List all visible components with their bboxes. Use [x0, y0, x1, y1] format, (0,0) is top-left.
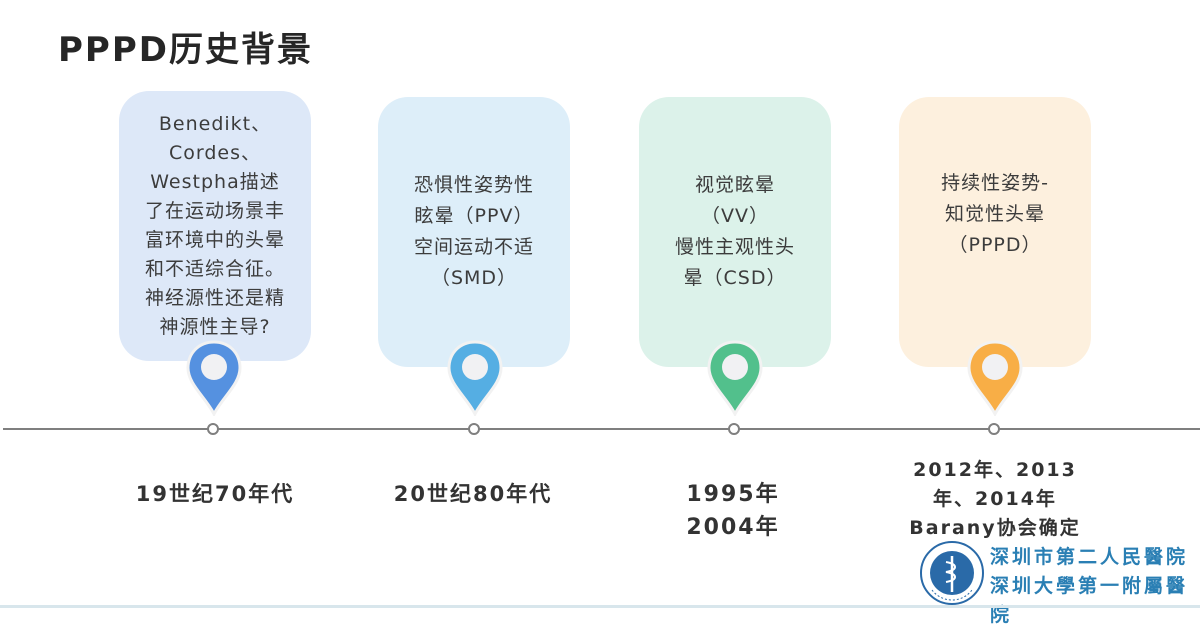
card-text: 持续性姿势- 知觉性头晕 （PPPD）: [941, 171, 1049, 256]
timeline-date: 19世纪70年代: [135, 482, 295, 506]
map-pin-icon: [186, 340, 242, 416]
card-text: Benedikt、 Cordes、 Westpha描述 了在运动场景丰 富环境中…: [144, 113, 285, 338]
map-pin-icon: [707, 340, 763, 416]
card-text: 恐惧性姿势性 眩晕（PPV） 空间运动不适 （SMD）: [413, 174, 534, 289]
timeline-date: 2012年、2013 年、2014年 Barany协会确定: [909, 459, 1081, 539]
timeline-date: 20世纪80年代: [393, 482, 553, 506]
timeline-marker: [207, 423, 219, 435]
hospital-name-line1: 深圳市第二人民醫院: [990, 546, 1189, 568]
hospital-name-line2: 深圳大學第一附屬醫院: [990, 575, 1189, 626]
timeline-axis: [3, 428, 1200, 430]
timeline-card-1870s: Benedikt、 Cordes、 Westpha描述 了在运动场景丰 富环境中…: [119, 91, 311, 361]
timeline-card-1995-2004: 视觉眩晕 （VV） 慢性主观性头 晕（CSD）: [639, 97, 831, 367]
hospital-logo-icon: [920, 541, 984, 605]
timeline-marker: [988, 423, 1000, 435]
page-title: PPPD历史背景: [58, 30, 313, 70]
map-pin-icon: [967, 340, 1023, 416]
timeline-card-1980s: 恐惧性姿势性 眩晕（PPV） 空间运动不适 （SMD）: [378, 97, 570, 367]
bottom-divider: [0, 605, 1200, 608]
map-pin-icon: [447, 340, 503, 416]
hospital-name: 深圳市第二人民醫院 深圳大學第一附屬醫院: [990, 543, 1200, 630]
card-text: 视觉眩晕 （VV） 慢性主观性头 晕（CSD）: [674, 174, 795, 289]
timeline-date: 1995年 2004年: [686, 482, 780, 540]
timeline-marker: [468, 423, 480, 435]
timeline-marker: [728, 423, 740, 435]
timeline-card-2012-2014: 持续性姿势- 知觉性头晕 （PPPD）: [899, 97, 1091, 367]
